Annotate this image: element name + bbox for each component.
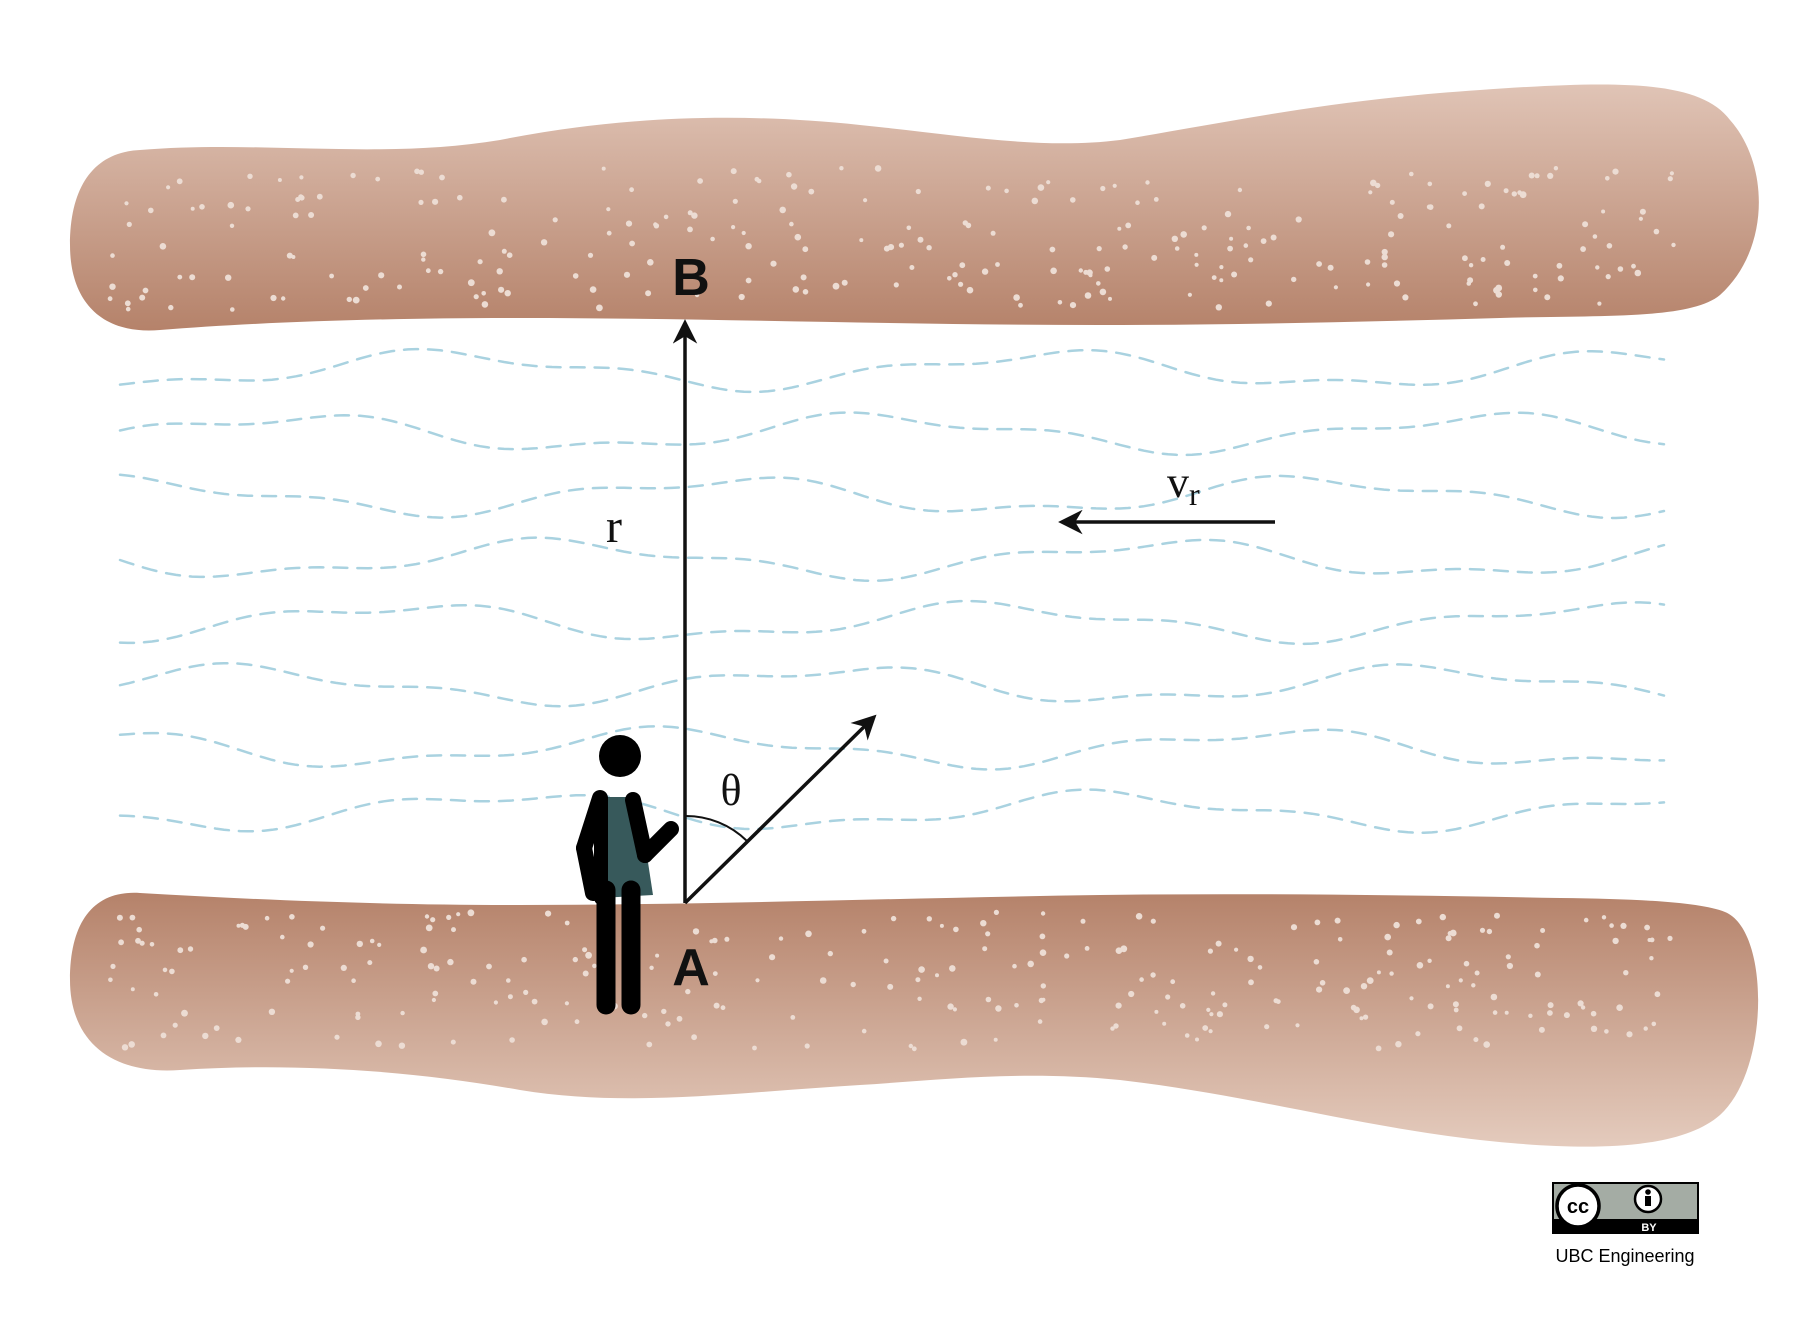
river-velocity-symbol: v	[1167, 458, 1189, 507]
top-river-bank	[70, 84, 1759, 331]
river-velocity-label: vr	[1167, 458, 1200, 512]
person-standing-icon	[576, 735, 679, 1015]
distance-r-label: r	[606, 500, 622, 553]
river-velocity-subscript: r	[1189, 476, 1200, 512]
theta-label: θ	[720, 766, 741, 815]
point-a-label: A	[672, 939, 710, 997]
cc-mark: cc	[1567, 1196, 1589, 1218]
point-b-label: B	[672, 249, 710, 307]
cc-by-icon: cc BY	[1552, 1182, 1699, 1234]
by-mark: BY	[1641, 1222, 1657, 1234]
theta-arc	[684, 814, 748, 842]
bottom-river-bank	[70, 892, 1759, 1147]
credit-text: UBC Engineering	[1555, 1246, 1694, 1266]
boat-heading-vector	[683, 714, 877, 905]
river-water	[118, 347, 1666, 834]
bottom-bank-speckles	[108, 909, 1673, 1052]
top-bank-speckles	[107, 165, 1676, 312]
